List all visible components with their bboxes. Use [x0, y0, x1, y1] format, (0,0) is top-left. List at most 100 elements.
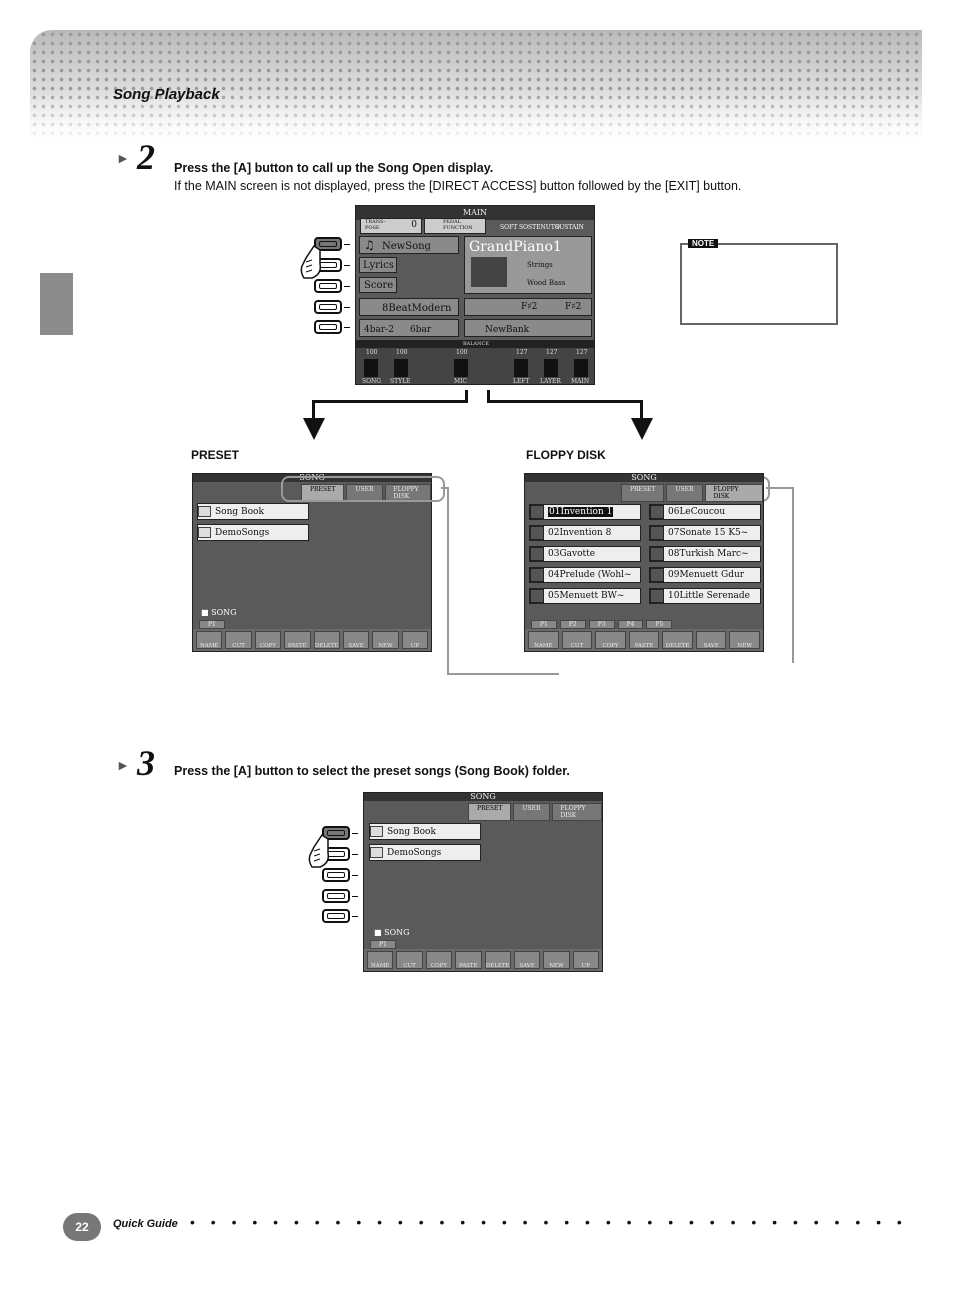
- file-invention-8[interactable]: 02Invention 8: [529, 525, 641, 541]
- file-gavotte[interactable]: 03Gavotte: [529, 546, 641, 562]
- cut-button[interactable]: CUT: [561, 631, 593, 649]
- fader-mic[interactable]: [454, 359, 468, 377]
- current-folder: ■ SONG: [201, 608, 237, 617]
- save-button[interactable]: SAVE: [513, 951, 541, 969]
- section-title: Song Playback: [113, 86, 220, 103]
- fader-left[interactable]: [514, 359, 528, 377]
- fader-main[interactable]: [574, 359, 588, 377]
- balance-mixer: 100 100 100 127 127 127 SONG STYLE MIC L…: [356, 348, 594, 384]
- tab-preset[interactable]: PRESET: [468, 803, 512, 821]
- step2-detail: If the MAIN screen is not displayed, pre…: [174, 179, 742, 193]
- page-tab-p1[interactable]: P1: [199, 620, 225, 629]
- fader-style[interactable]: [394, 359, 408, 377]
- file-label: 07Sonate 15 K5~: [668, 528, 749, 538]
- split-point: F♯2: [521, 302, 538, 312]
- intro-ending-row[interactable]: 4bar-2 6bar: [359, 319, 459, 337]
- preset-bottom-bar: NAME CUT COPY PASTE DELETE SAVE NEW UP: [364, 949, 602, 971]
- registration-bank-row[interactable]: NewBank: [464, 319, 592, 337]
- copy-button[interactable]: COPY: [425, 951, 453, 969]
- copy-button[interactable]: COPY: [254, 631, 282, 649]
- name-button[interactable]: NAME: [367, 951, 394, 969]
- name-button[interactable]: NAME: [196, 631, 223, 649]
- delete-button[interactable]: DELETE: [313, 631, 340, 649]
- up-button[interactable]: UP: [401, 631, 428, 649]
- page-tab-p1[interactable]: P1: [531, 620, 557, 629]
- split-point-2: F♯2: [565, 302, 582, 312]
- button-a[interactable]: [322, 826, 350, 840]
- page-tab-p2[interactable]: P2: [559, 620, 586, 629]
- page-tab-p5[interactable]: P5: [646, 620, 673, 629]
- balance-label: BALANCE: [356, 340, 594, 348]
- pressing-finger-icon: [308, 833, 330, 868]
- tab-user[interactable]: USER: [513, 803, 550, 821]
- balance-main-value: 127: [576, 349, 588, 356]
- file-menuett-gdur[interactable]: 09Menuett Gdur: [649, 567, 761, 583]
- fader-song[interactable]: [364, 359, 378, 377]
- file-label: 09Menuett Gdur: [668, 570, 745, 580]
- button-c[interactable]: [314, 279, 342, 293]
- file-prelude[interactable]: 04Prelude (Wohl~: [529, 567, 641, 583]
- music-note-icon: ♫: [364, 238, 375, 252]
- fader-layer[interactable]: [544, 359, 558, 377]
- note-box: NOTE: [680, 239, 838, 325]
- pedal-sostenuto: SOSTENUTO: [519, 224, 560, 231]
- new-button[interactable]: NEW: [543, 951, 570, 969]
- copy-button[interactable]: COPY: [595, 631, 626, 649]
- delete-button[interactable]: DELETE: [662, 631, 693, 649]
- step3-arrow: ►: [116, 757, 130, 773]
- song-row[interactable]: ♫ NewSong: [359, 236, 459, 254]
- folder-icon: [370, 826, 383, 837]
- tab-floppy-disk[interactable]: FLOPPY DISK: [704, 484, 763, 502]
- button-a[interactable]: [314, 237, 342, 251]
- button-d[interactable]: [322, 889, 350, 903]
- pedal-function-box[interactable]: PEDAL FUNCTION: [424, 218, 486, 234]
- save-button[interactable]: SAVE: [695, 631, 727, 649]
- page-tab-p4[interactable]: P4: [617, 620, 644, 629]
- paste-button[interactable]: PASTE: [628, 631, 660, 649]
- file-little-serenade[interactable]: 10Little Serenade: [649, 588, 761, 604]
- lyrics-button[interactable]: Lyrics: [359, 257, 397, 273]
- composer-portrait-icon: [650, 568, 664, 582]
- file-invention-1[interactable]: 01Invention 1: [529, 504, 641, 520]
- delete-button[interactable]: DELETE: [484, 951, 511, 969]
- file-demo-songs[interactable]: DemoSongs: [369, 844, 481, 861]
- balance-mic-value: 100: [456, 349, 468, 356]
- file-turkish-march[interactable]: 08Turkish Marc~: [649, 546, 761, 562]
- file-sonate-15[interactable]: 07Sonate 15 K5~: [649, 525, 761, 541]
- file-song-book[interactable]: Song Book: [369, 823, 481, 840]
- file-lecoucou[interactable]: 06LeCoucou: [649, 504, 761, 520]
- button-e[interactable]: [322, 909, 350, 923]
- arrow-down-icon: [303, 418, 325, 440]
- tab-user[interactable]: USER: [666, 484, 703, 502]
- cut-button[interactable]: CUT: [225, 631, 252, 649]
- layer-voice: Strings: [527, 261, 553, 269]
- file-song-book[interactable]: Song Book: [197, 503, 309, 520]
- button-e[interactable]: [314, 320, 342, 334]
- style-row[interactable]: 8BeatModern: [359, 298, 459, 316]
- piano-image: [471, 257, 507, 287]
- up-button[interactable]: UP: [572, 951, 599, 969]
- name-button[interactable]: NAME: [528, 631, 559, 649]
- paste-button[interactable]: PASTE: [455, 951, 482, 969]
- page-tab-p3[interactable]: P3: [588, 620, 615, 629]
- tab-floppy-disk[interactable]: FLOPPY DISK: [551, 803, 602, 821]
- new-button[interactable]: NEW: [729, 631, 761, 649]
- button-d[interactable]: [314, 300, 342, 314]
- tab-preset[interactable]: PRESET: [621, 484, 665, 502]
- paste-button[interactable]: PASTE: [284, 631, 311, 649]
- ending-value: 6bar: [410, 325, 432, 335]
- voice-panel[interactable]: GrandPiano1 Strings Wood Bass: [464, 236, 592, 294]
- score-button[interactable]: Score: [359, 277, 397, 293]
- file-demo-songs[interactable]: DemoSongs: [197, 524, 309, 541]
- save-button[interactable]: SAVE: [342, 631, 370, 649]
- new-button[interactable]: NEW: [372, 631, 399, 649]
- file-menuett-bw[interactable]: 05Menuett BW~: [529, 588, 641, 604]
- button-c[interactable]: [322, 868, 350, 882]
- current-folder-name: SONG: [211, 608, 237, 617]
- page-tab-p1[interactable]: P1: [370, 940, 396, 949]
- tab-user[interactable]: USER: [346, 484, 383, 502]
- transpose-box[interactable]: TRANS- POSE 0: [360, 218, 422, 234]
- split-point-row[interactable]: F♯2 F♯2: [464, 298, 592, 316]
- cut-button[interactable]: CUT: [396, 951, 423, 969]
- composer-portrait-icon: [530, 568, 544, 582]
